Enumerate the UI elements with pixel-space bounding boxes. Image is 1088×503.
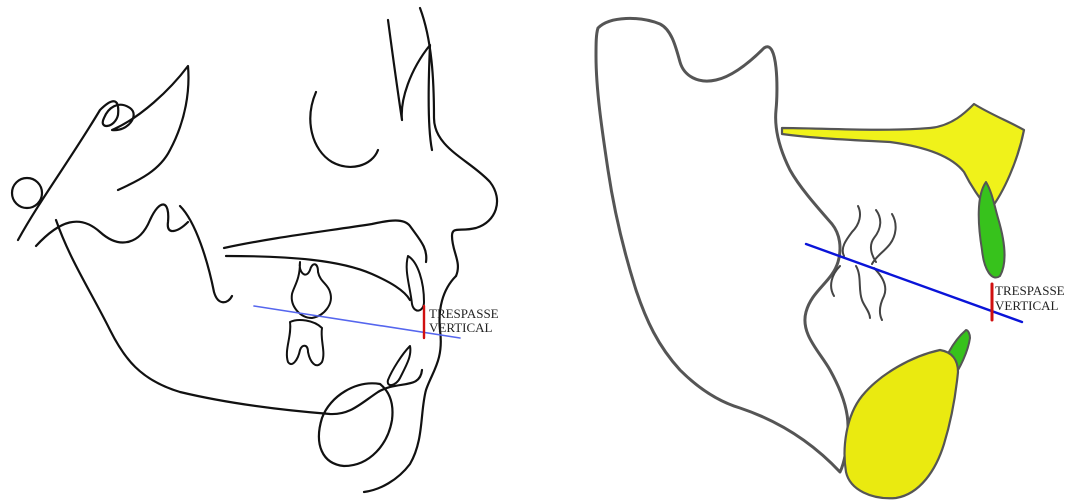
- upper-incisor-right: [979, 182, 1005, 278]
- ear-rod-circle: [12, 178, 42, 208]
- mandible-yellow: [845, 350, 958, 498]
- overbite-label-left-line2: VERTICAL: [429, 320, 493, 335]
- left-panel: TRESPASSE VERTICAL: [12, 8, 499, 492]
- nasion-outline: [388, 20, 432, 150]
- lower-incisor-left: [388, 346, 411, 385]
- right-panel: TRESPASSE VERTICAL: [596, 18, 1065, 498]
- upper-molar-right: [843, 206, 896, 264]
- orbit-outline: [310, 92, 378, 167]
- overbite-label-right-line2: VERTICAL: [995, 298, 1059, 313]
- palate-outline: [226, 256, 410, 300]
- ramus-outline: [180, 206, 232, 302]
- lower-molar-right: [831, 266, 885, 320]
- upper-incisor-left: [407, 256, 424, 311]
- symphysis-outline: [319, 383, 393, 466]
- overbite-label-left-line1: TRESPASSE: [429, 306, 499, 321]
- mandible-outline: [56, 220, 422, 414]
- cranial-base-outline: [18, 66, 188, 240]
- overbite-label-right-line1: TRESPASSE: [995, 283, 1065, 298]
- lower-molar-left: [287, 320, 324, 365]
- upper-molar-left: [292, 262, 331, 318]
